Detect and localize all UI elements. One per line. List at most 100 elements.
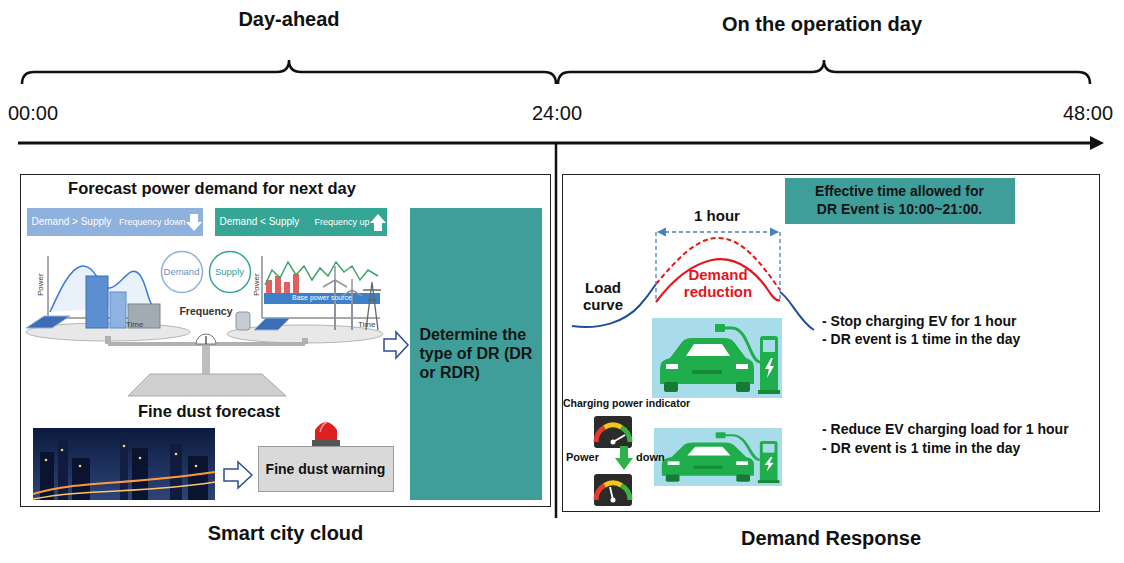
node-text: Smart city cloud [21, 522, 550, 545]
supply-bar [293, 274, 299, 294]
bullet-note: - DR event is 1 time in the day [822, 331, 1020, 347]
down-arrow [615, 446, 633, 470]
bullet-note: - DR event is 1 time in the day [822, 440, 1020, 456]
wind-turbine [351, 290, 353, 330]
indicator-label: Charging power indicator [563, 397, 690, 409]
demand-circle: Demand [160, 250, 204, 294]
gauge-needle [205, 336, 206, 344]
time-tick: 00:00 [8, 102, 58, 125]
supply-curve [265, 262, 378, 285]
city-light [175, 453, 178, 456]
time-tick: 48:00 [1063, 102, 1113, 125]
solar-panel [254, 318, 290, 330]
power-gauge [594, 416, 632, 448]
city-building [132, 448, 148, 500]
circle-shape [161, 251, 202, 292]
axis-label: Time [358, 320, 375, 329]
node-text: Demand > Supply [32, 216, 112, 227]
scale-post [202, 346, 210, 374]
load-curve [780, 292, 814, 330]
light-streak [33, 482, 215, 499]
base-power-band [264, 293, 380, 304]
warning-box: Fine dust warning [258, 446, 394, 492]
hollow-arrow [224, 462, 252, 488]
curve-label: Demand reduction [668, 266, 768, 301]
city-light [79, 465, 82, 468]
power-gauge [594, 474, 632, 506]
city-light [61, 449, 64, 452]
city-light [139, 457, 142, 460]
node-text: Effective time allowed for DR Event is 1… [805, 183, 995, 218]
bullet-note: - Reduce EV charging load for 1 hour [822, 421, 1069, 437]
condition-box: Demand > Supply Frequency down [27, 208, 203, 236]
note-box: Effective time allowed for DR Event is 1… [785, 178, 1015, 224]
decision-box: Determine the type of DR (DR or RDR) [410, 208, 542, 500]
gauge-needle [613, 435, 625, 442]
chart-axis [262, 256, 263, 318]
city-light [123, 445, 126, 448]
indicator-label: Power [566, 451, 599, 464]
node-text: Demand [164, 266, 200, 277]
dimension-line [779, 232, 780, 302]
gauge-label: Frequency [179, 305, 232, 317]
wind-turbine [334, 280, 336, 330]
indicator-label: down [636, 451, 665, 464]
scale-base [128, 374, 286, 396]
load-curve [572, 284, 656, 327]
node-text: Determine the type of DR (DR or RDR) [420, 325, 538, 383]
node-text: Frequency down [119, 217, 186, 227]
turbine-blades [323, 266, 347, 287]
circle-shape [209, 251, 250, 292]
city-light [195, 465, 198, 468]
ev-charger-icon [660, 324, 780, 394]
city-photo [33, 428, 215, 500]
dimension-line [655, 232, 656, 302]
node-text: Demand < Supply [220, 216, 300, 227]
duration-arrow [658, 231, 778, 232]
supply-circle: Supply [208, 250, 252, 294]
axis-label: Time [126, 320, 143, 329]
office-tower [86, 276, 108, 328]
supply-bar [284, 282, 290, 294]
turbine-blades [342, 279, 362, 296]
city-building [188, 456, 208, 500]
bullet-note: - Stop charging EV for 1 hour [822, 313, 1016, 329]
ev-image [654, 428, 782, 486]
scale-stem [105, 336, 111, 344]
city-building [58, 440, 68, 500]
solar-panel [26, 316, 70, 328]
siren-dome [315, 422, 337, 440]
scale-stem [302, 338, 308, 344]
ev-image [652, 318, 782, 398]
city-light [45, 459, 48, 462]
frequency-gauge [196, 334, 216, 344]
axis-arrowhead [1090, 136, 1104, 150]
chart-axis [48, 256, 49, 318]
ev-charger-icon [662, 432, 780, 483]
time-tick: 24:00 [532, 102, 582, 125]
brace [558, 60, 1090, 84]
brace [22, 60, 556, 84]
node-text: Frequency up [314, 217, 369, 227]
section-heading: Fine dust forecast [138, 402, 280, 421]
gauge-needle [610, 487, 613, 500]
city-building [40, 452, 54, 500]
frequency-up-arrow [370, 214, 386, 231]
condition-box: Demand < Supply Frequency up [215, 208, 387, 236]
section-heading: Forecast power demand for next day [68, 179, 356, 198]
node-text: Demand Response [563, 527, 1099, 550]
axis-label: Power [252, 273, 261, 296]
duration-label: 1 hour [694, 207, 740, 224]
office-building [110, 292, 126, 328]
panel: Demand ResponseEffective time allowed fo… [562, 174, 1100, 512]
phase-title: On the operation day [722, 13, 922, 36]
node-text: Supply [215, 266, 244, 277]
axis-label: Power [36, 273, 45, 296]
curve-label: Load curve [572, 279, 634, 314]
data-center [128, 304, 160, 328]
hollow-arrow [384, 332, 408, 358]
phase-title: Day-ahead [238, 8, 339, 31]
band-label: Base power source [292, 294, 352, 302]
divider-line [555, 143, 558, 518]
